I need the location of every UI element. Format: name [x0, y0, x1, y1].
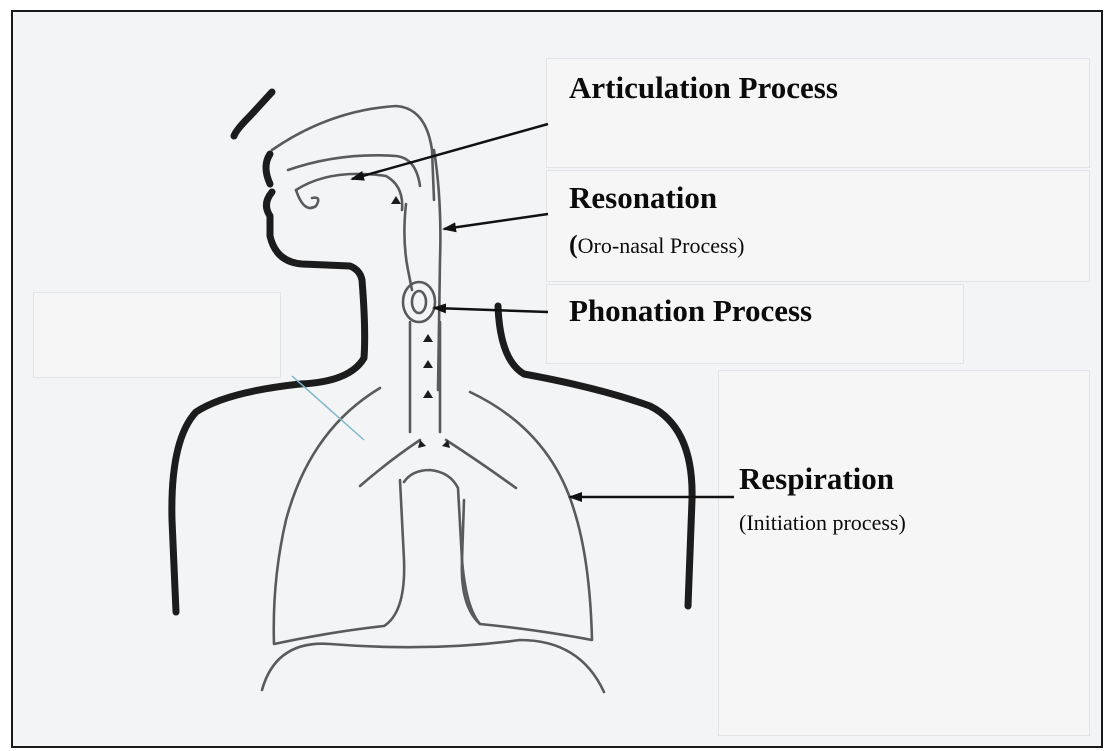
airflow-marker-2 — [423, 360, 433, 368]
tongue-tip — [296, 190, 318, 208]
larynx — [403, 282, 435, 322]
resonation-sub-text: Oro-nasal Process) — [578, 233, 745, 258]
arrow-resonation — [444, 214, 548, 229]
bronchus-left — [360, 440, 420, 486]
label-respiration: Respiration — [739, 461, 894, 497]
diaphragm — [262, 640, 604, 692]
nasal-cavity — [272, 106, 434, 200]
label-articulation: Articulation Process — [569, 70, 838, 106]
vocal-folds — [412, 291, 426, 313]
label-respiration-sub: (Initiation process) — [739, 510, 906, 536]
front-neck-left-arm — [172, 280, 365, 612]
tongue — [296, 174, 402, 210]
airflow-marker-1 — [423, 334, 433, 342]
left-lung — [274, 388, 404, 644]
airflow-marker-4 — [391, 196, 401, 204]
airflow-marker-3 — [423, 390, 433, 398]
upper-lip — [266, 154, 270, 184]
pharynx-front — [404, 204, 412, 290]
head-outline — [234, 92, 272, 136]
heart — [404, 470, 480, 624]
arrow-articulation — [352, 124, 548, 179]
hard-palate — [288, 155, 420, 186]
back-neck-right-arm — [498, 306, 692, 606]
label-resonation-sub: (Oro-nasal Process) — [569, 230, 744, 260]
internal-organs — [262, 106, 604, 692]
right-lung — [462, 392, 592, 640]
arrow-phonation — [434, 308, 548, 312]
resonation-open-paren: ( — [569, 230, 578, 259]
label-resonation: Resonation — [569, 180, 717, 216]
bronchus-right — [446, 440, 516, 488]
label-phonation: Phonation Process — [569, 293, 812, 329]
lower-lip-chin — [266, 192, 362, 280]
